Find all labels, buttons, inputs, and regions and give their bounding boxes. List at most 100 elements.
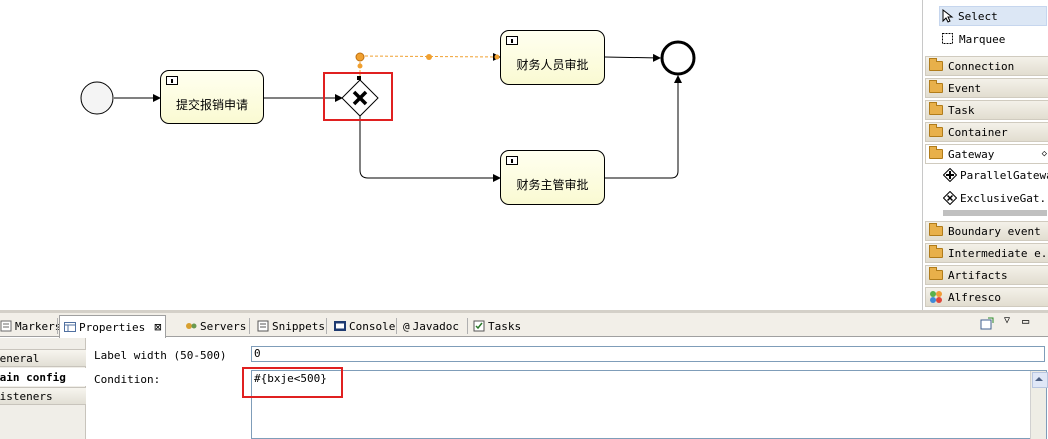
minimize-icon[interactable]: ▭ bbox=[1022, 314, 1030, 328]
pin-icon[interactable]: ◇ bbox=[1041, 149, 1047, 159]
arrow-pointer-icon bbox=[942, 9, 954, 23]
drawer-label: Intermediate e... bbox=[948, 246, 1048, 260]
drawer-connection[interactable]: Connection bbox=[925, 56, 1048, 76]
user-task-icon bbox=[166, 76, 178, 85]
nav-general[interactable]: General bbox=[0, 349, 86, 367]
condition-highlight-box bbox=[242, 367, 343, 398]
condition-label: Condition: bbox=[94, 373, 161, 386]
tab-tasks[interactable]: Tasks bbox=[469, 315, 525, 337]
drawer-label: Task bbox=[948, 103, 975, 117]
condition-value: #{bxje<500} bbox=[254, 372, 327, 385]
flow-finance-staff-to-end[interactable] bbox=[604, 53, 661, 62]
label-width-label: Label width (50-500) bbox=[94, 349, 227, 362]
flow-handle-mid[interactable] bbox=[426, 54, 432, 60]
view-divider[interactable] bbox=[0, 310, 1048, 313]
alfresco-icon bbox=[930, 291, 942, 303]
palette-marquee-tool[interactable]: Marquee bbox=[939, 29, 1047, 49]
condition-scrollbar[interactable] bbox=[1030, 371, 1048, 439]
end-event[interactable] bbox=[660, 40, 696, 76]
parallel-gateway-icon bbox=[943, 168, 957, 182]
flow-handle-bend[interactable] bbox=[357, 63, 363, 69]
drawer-label: Alfresco bbox=[948, 290, 1001, 304]
drawer-artifacts[interactable]: Artifacts bbox=[925, 265, 1048, 285]
palette-select-tool[interactable]: Select bbox=[939, 6, 1047, 26]
folder-icon bbox=[929, 245, 943, 258]
nav-main-config[interactable]: Main config bbox=[0, 368, 86, 386]
folder-icon bbox=[929, 223, 943, 236]
task-label: 提交报销申请 bbox=[175, 98, 248, 112]
properties-icon bbox=[64, 321, 76, 333]
folder-open-icon bbox=[929, 146, 943, 159]
tab-label: Console bbox=[349, 319, 396, 333]
drawer-event[interactable]: Event bbox=[925, 78, 1048, 98]
task-finance-staff-approval[interactable]: 财务人员审批 bbox=[500, 30, 605, 85]
gateway-highlight-box bbox=[323, 72, 393, 121]
flow-finance-manager-to-end[interactable] bbox=[605, 75, 682, 179]
snippets-icon bbox=[257, 320, 269, 332]
javadoc-icon: @ bbox=[403, 319, 410, 333]
drawer-alfresco[interactable]: Alfresco bbox=[925, 287, 1048, 307]
palette-scroll-clip bbox=[943, 210, 1047, 216]
palette: Select Marquee Connection Event Task Con… bbox=[922, 0, 1048, 310]
drawer-label: Connection bbox=[948, 59, 1015, 73]
diagram-canvas[interactable]: 提交报销申请 财务人员审批 财务主管审批 bbox=[0, 0, 922, 310]
properties-content: General Main config Listeners Label widt… bbox=[0, 338, 1048, 439]
folder-icon bbox=[929, 58, 943, 71]
palette-parallel-gateway[interactable]: ParallelGateway bbox=[943, 165, 1048, 185]
nav-label: Main config bbox=[0, 370, 66, 384]
start-event[interactable] bbox=[80, 81, 114, 115]
diagram-svg bbox=[80, 40, 696, 182]
drawer-intermediate-event[interactable]: Intermediate e... bbox=[925, 243, 1048, 263]
tab-markers[interactable]: Markers bbox=[0, 315, 65, 337]
console-icon bbox=[334, 320, 346, 332]
drawer-gateway[interactable]: Gateway◇ bbox=[925, 144, 1048, 164]
tab-console[interactable]: Console bbox=[330, 315, 399, 337]
nav-label: Listeners bbox=[0, 389, 53, 403]
tab-javadoc[interactable]: @ Javadoc bbox=[399, 315, 463, 337]
user-task-icon bbox=[506, 36, 518, 45]
tab-label: Javadoc bbox=[412, 319, 459, 333]
drawer-container[interactable]: Container bbox=[925, 122, 1048, 142]
folder-icon bbox=[929, 80, 943, 93]
marquee-icon bbox=[942, 33, 953, 44]
task-label: 财务主管审批 bbox=[516, 178, 589, 192]
tab-label: Servers bbox=[200, 319, 247, 333]
condition-textarea[interactable]: #{bxje<500} bbox=[251, 370, 1048, 439]
drawer-task[interactable]: Task bbox=[925, 100, 1048, 120]
properties-nav: General Main config Listeners bbox=[0, 338, 86, 439]
user-task-icon bbox=[506, 156, 518, 165]
folder-icon bbox=[929, 102, 943, 115]
drawer-label: Boundary event bbox=[948, 224, 1041, 238]
drawer-boundary-event[interactable]: Boundary event bbox=[925, 221, 1048, 241]
drawer-label: Event bbox=[948, 81, 982, 95]
exclusive-gateway[interactable] bbox=[341, 79, 379, 117]
palette-item-label: ParallelGateway bbox=[960, 168, 1048, 182]
tab-label: Markers bbox=[15, 319, 62, 333]
tab-label: Snippets bbox=[272, 319, 325, 333]
new-view-icon[interactable] bbox=[980, 317, 994, 334]
tab-snippets[interactable]: Snippets bbox=[253, 315, 329, 337]
markers-icon bbox=[0, 320, 12, 332]
nav-listeners[interactable]: Listeners bbox=[0, 387, 86, 405]
nav-label: General bbox=[0, 351, 40, 365]
exclusive-gateway-icon bbox=[943, 191, 957, 205]
view-menu-icon[interactable]: ▽ bbox=[1004, 315, 1011, 326]
close-tab-icon[interactable]: ⊠ bbox=[154, 320, 162, 334]
task-finance-manager-approval[interactable]: 财务主管审批 bbox=[500, 150, 605, 205]
tab-properties[interactable]: Properties ⊠ bbox=[59, 315, 167, 338]
flow-handle-end[interactable] bbox=[494, 54, 500, 60]
palette-exclusive-gateway[interactable]: ExclusiveGat... bbox=[943, 188, 1048, 208]
tab-label: Properties bbox=[79, 320, 146, 334]
flow-handle-start[interactable] bbox=[355, 52, 365, 62]
drawer-label: Artifacts bbox=[948, 268, 1008, 282]
task-submit-expense[interactable]: 提交报销申请 bbox=[160, 70, 264, 124]
tab-servers[interactable]: Servers bbox=[181, 315, 250, 337]
palette-item-label: ExclusiveGat... bbox=[960, 191, 1048, 205]
flow-gateway-to-finance-manager[interactable] bbox=[359, 116, 501, 182]
task-label: 财务人员审批 bbox=[516, 58, 589, 72]
folder-icon bbox=[929, 267, 943, 280]
servers-icon bbox=[185, 320, 197, 332]
palette-tool-label: Marquee bbox=[959, 32, 1006, 46]
label-width-input[interactable]: 0 bbox=[251, 346, 1045, 362]
views-tab-bar: Markers Properties ⊠ Servers Snippets Co… bbox=[0, 313, 1048, 338]
